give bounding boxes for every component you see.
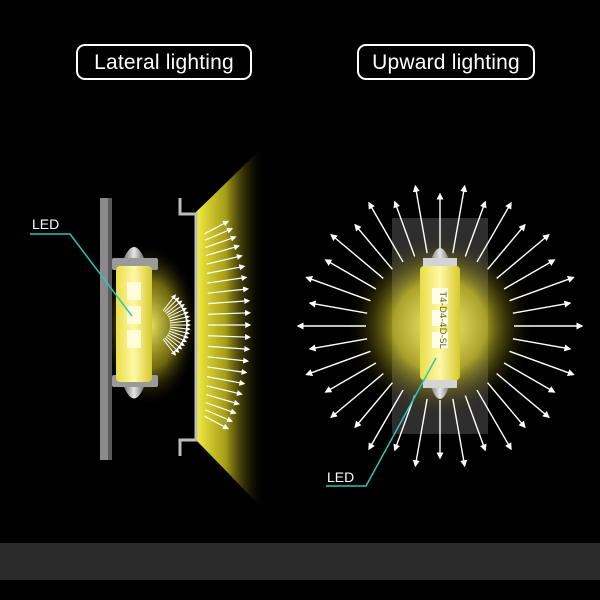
light-ray-arrow bbox=[512, 338, 572, 352]
light-ray-arrow bbox=[204, 227, 233, 241]
light-ray-arrow bbox=[368, 201, 404, 263]
light-ray-arrow bbox=[503, 362, 556, 393]
lateral-lighting-figure bbox=[30, 148, 262, 508]
festoon-bulb-right: T4-D4-4D-SL bbox=[420, 248, 460, 399]
light-ray-arrow bbox=[503, 259, 556, 290]
bulb-marking: T4-D4-4D-SL bbox=[437, 290, 447, 348]
festoon-bulb-left bbox=[116, 247, 152, 399]
light-ray-arrow bbox=[207, 275, 248, 284]
light-ray-arrow bbox=[330, 233, 384, 279]
light-ray-arrow bbox=[169, 326, 191, 332]
light-ray-arrow bbox=[169, 328, 191, 336]
led-pointer-line-left bbox=[30, 233, 133, 317]
light-ray-arrow bbox=[464, 395, 487, 452]
light-ray-arrow bbox=[206, 244, 240, 257]
light-ray-arrow bbox=[207, 345, 251, 352]
light-ray-arrow bbox=[169, 314, 191, 322]
light-ray-arrow bbox=[412, 184, 428, 254]
light-ray-arrow bbox=[164, 337, 180, 353]
light-ray-arrow bbox=[206, 385, 243, 396]
light-ray-arrow bbox=[207, 366, 248, 375]
upward-lighting-figure: T4-D4-4D-SL bbox=[296, 184, 584, 487]
light-ray-arrow bbox=[509, 350, 575, 376]
upward-lighting-title: Upward lighting bbox=[357, 44, 535, 80]
light-ray-arrow bbox=[164, 297, 180, 313]
light-ray-arrow bbox=[308, 300, 368, 314]
light-ray-arrow bbox=[330, 373, 384, 419]
led-label-right: LED bbox=[327, 469, 355, 485]
light-ray-arrow bbox=[207, 356, 250, 364]
light-ray-arrow bbox=[207, 334, 251, 341]
light-ray-arrow bbox=[324, 259, 377, 290]
light-ray-arrow bbox=[512, 300, 572, 314]
radial-light-rays bbox=[296, 184, 584, 468]
light-ray-arrow bbox=[167, 307, 188, 318]
light-ray-arrow bbox=[204, 220, 230, 235]
light-ray-arrow bbox=[166, 304, 185, 316]
bottom-bar bbox=[0, 543, 600, 580]
light-ray-arrow bbox=[464, 200, 487, 257]
light-ray-arrow bbox=[393, 200, 416, 257]
light-ray-arrow bbox=[206, 264, 246, 274]
light-ray-arrow bbox=[354, 223, 393, 270]
back-plate bbox=[100, 198, 108, 460]
light-ray-arrow bbox=[476, 201, 512, 263]
front-bracket bbox=[178, 198, 198, 456]
light-ray-arrow bbox=[476, 389, 512, 451]
light-ray-arrow bbox=[206, 393, 240, 406]
light-ray-arrow bbox=[509, 276, 575, 302]
light-ray-arrow bbox=[166, 334, 185, 346]
light-ray-arrow bbox=[496, 233, 550, 279]
light-ray-arrow bbox=[167, 332, 188, 343]
light-ray-arrow bbox=[354, 382, 393, 429]
light-ray-arrow bbox=[168, 330, 189, 339]
light-ray-arrow bbox=[206, 376, 246, 386]
light-ray-arrow bbox=[305, 276, 371, 302]
light-ray-arrow bbox=[487, 382, 526, 429]
light-ray-arrow bbox=[204, 409, 233, 423]
light-ray-arrow bbox=[452, 398, 468, 468]
light-ray-arrow bbox=[162, 338, 177, 356]
light-ray-arrow bbox=[207, 298, 251, 305]
lateral-lighting-title: Lateral lighting bbox=[76, 44, 252, 80]
light-ray-arrow bbox=[487, 223, 526, 270]
light-ray-arrow bbox=[324, 362, 377, 393]
light-ray-arrow bbox=[207, 286, 250, 294]
light-ray-arrow bbox=[452, 184, 468, 254]
light-beam bbox=[196, 148, 262, 508]
light-ray-arrow bbox=[165, 300, 183, 315]
light-ray-arrow bbox=[205, 235, 237, 249]
light-ray-arrow bbox=[168, 311, 189, 320]
light-ray-arrow bbox=[368, 389, 404, 451]
light-ray-arrow bbox=[204, 415, 230, 430]
light-ray-arrow bbox=[162, 294, 177, 312]
light-ray-arrow bbox=[206, 254, 243, 265]
led-pointer-line-right bbox=[326, 357, 437, 487]
light-ray-arrow bbox=[305, 350, 371, 376]
light-ray-arrow bbox=[205, 401, 237, 415]
light-ray-arrow bbox=[496, 373, 550, 419]
light-ray-arrow bbox=[169, 318, 191, 324]
light-ray-arrow bbox=[207, 309, 251, 316]
lateral-light-rays bbox=[162, 220, 252, 430]
light-ray-arrow bbox=[412, 398, 428, 468]
light-ray-arrow bbox=[308, 338, 368, 352]
light-ray-arrow bbox=[165, 335, 183, 350]
led-label-left: LED bbox=[32, 216, 60, 232]
light-ray-arrow bbox=[393, 395, 416, 452]
